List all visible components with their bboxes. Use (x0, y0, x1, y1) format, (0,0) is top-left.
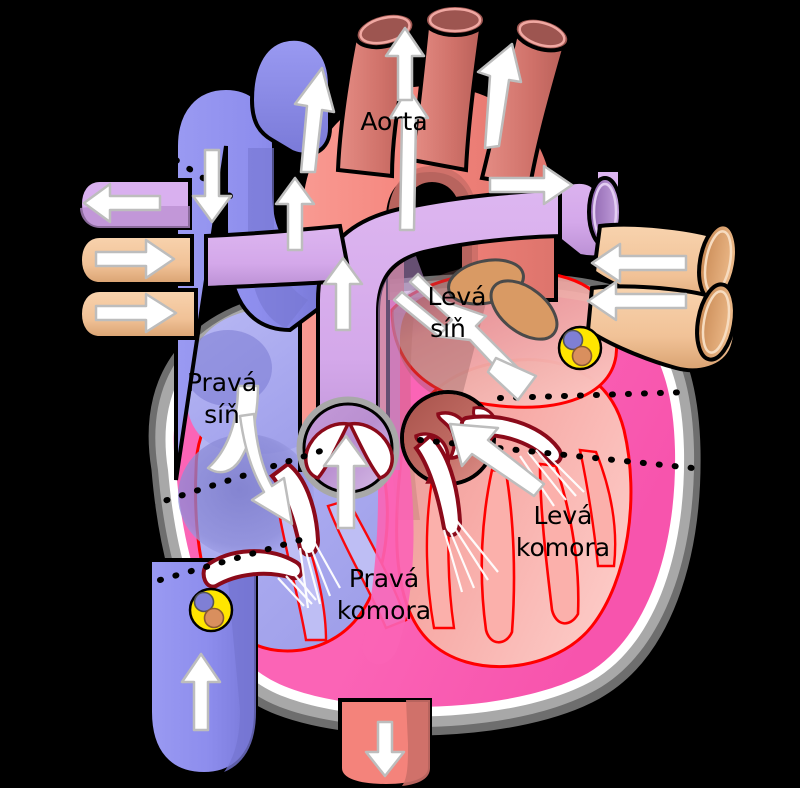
arrow-tricuspid-flow (238, 412, 294, 526)
label-right-ventricle-line2: komora (337, 596, 431, 625)
papillary-muscle-1 (480, 468, 516, 644)
subclavian-rim (518, 20, 566, 48)
pulmonary-artery-group (204, 168, 623, 472)
dotted-line-mid-left (133, 445, 333, 513)
dotted-line-upper-right (497, 389, 693, 401)
dotted-line-svc (173, 157, 233, 199)
coronary-vessels-right-marker (188, 587, 234, 633)
tricuspid-chordae (277, 537, 341, 609)
arrow-svc-down (191, 148, 233, 224)
arrow-branch-1-up (293, 66, 336, 174)
pulmonary-valve-cusp-right (347, 421, 394, 481)
label-left-atrium-line2: síň (430, 314, 466, 343)
label-left-ventricle-line2: komora (516, 533, 610, 562)
arrow-lpa-right (488, 164, 574, 206)
coronary-vein-right-icon (193, 591, 215, 613)
arrow-subclavian-up (476, 42, 523, 150)
tricuspid-leaflet-posterior (201, 549, 304, 589)
subclavian-lumen (512, 15, 572, 53)
arrow-carotid-up (384, 26, 426, 102)
arrow-ivc-up (180, 652, 222, 732)
arrow-lpv-lower-left (586, 280, 688, 322)
coronary-artery-left-icon (571, 345, 593, 367)
arrow-lpv-upper-left (590, 242, 688, 284)
lpv-lower-lumen (695, 282, 737, 362)
pulmonary-trunk-shade (378, 256, 430, 470)
carotid-rim (428, 7, 482, 33)
label-right-ventricle-line1: Pravá (349, 564, 419, 593)
aortic-branch-vessels (335, 3, 572, 189)
arrow-rpv-lower-right (94, 292, 178, 334)
pulmonary-vein-ostium-2 (489, 279, 559, 341)
interventricular-septum (362, 442, 414, 665)
arrow-rpa-left (82, 182, 162, 224)
label-right-atrium-line2: síň (204, 400, 240, 429)
arrow-left-atrium-inflow-branch (392, 290, 448, 338)
arrow-aortic-valve-outflow (448, 422, 546, 498)
rv-papillary-1 (278, 516, 328, 642)
descending-aorta-shade (402, 700, 430, 786)
arrow-ascending-aorta-up (274, 176, 316, 252)
label-aorta: Aorta (360, 107, 427, 136)
right-pulmonary-artery (204, 223, 351, 291)
arrow-rpv-upper-right (94, 238, 176, 280)
blood-flow-arrows (82, 26, 688, 778)
lpv-lower-rim (701, 290, 731, 354)
coronary-vessels-left-marker (557, 325, 603, 371)
mitral-chordae (442, 449, 585, 593)
anatomy-labels: Aorta Levá síň Pravá síň Levá komora Pra… (187, 107, 610, 625)
label-right-atrium-line1: Pravá (187, 368, 257, 397)
arrow-pulmonary-trunk-up (322, 256, 364, 332)
label-left-atrium-line1: Levá (428, 282, 487, 311)
coronary-artery-right-icon (203, 607, 225, 629)
label-left-ventricle-line1: Levá (534, 501, 593, 530)
pulmonary-vein-ostia (447, 258, 559, 341)
arrow-brachiocephalic-up (388, 86, 430, 232)
brachiocephalic-artery-rim (359, 15, 411, 45)
arrow-pulmonary-valve-up (322, 434, 370, 530)
papillary-muscle-2 (538, 462, 580, 625)
arrow-descending-aorta-down (364, 720, 406, 778)
papillary-muscle-3 (578, 448, 617, 568)
coronary-vein-left-icon (562, 329, 584, 351)
arrow-mitral-flow-head (486, 356, 538, 402)
